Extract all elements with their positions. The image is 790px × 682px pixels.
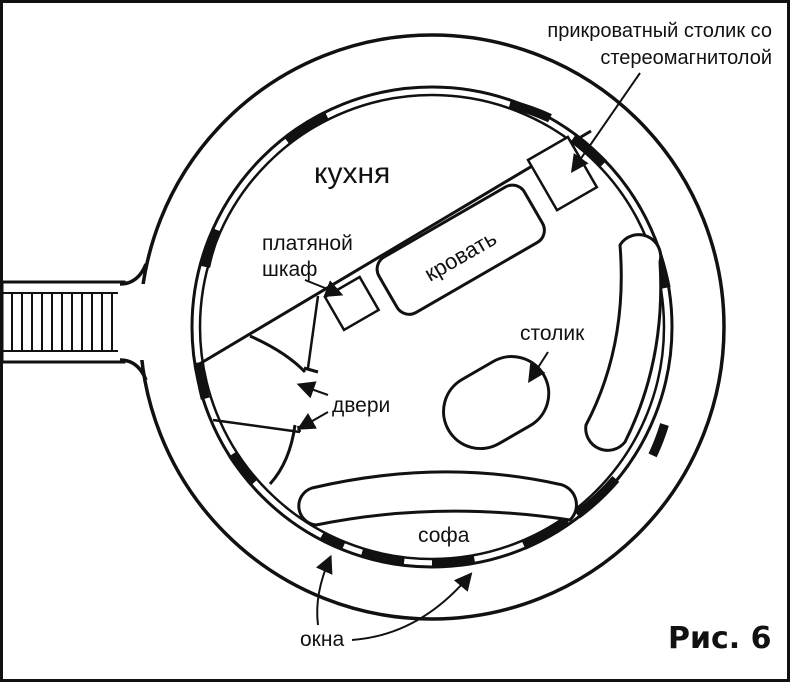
door-lower bbox=[268, 424, 297, 486]
arrow-window-left bbox=[315, 554, 333, 626]
door-upper bbox=[249, 334, 307, 374]
arrow-wardrobe bbox=[304, 279, 344, 298]
arrow-nightstand bbox=[570, 72, 641, 173]
kitchen-label: кухня bbox=[314, 157, 390, 190]
partition-wall bbox=[195, 129, 592, 368]
wardrobe-label-line2: шкаф bbox=[262, 258, 317, 281]
staircase bbox=[0, 280, 126, 364]
nightstand-label-line1: прикроватный столик со bbox=[547, 20, 772, 42]
windows-label: окна bbox=[300, 628, 344, 651]
curved-bench-right bbox=[584, 233, 663, 452]
arrow-window-right bbox=[351, 572, 473, 641]
figure-label: Рис. 6 bbox=[668, 621, 772, 656]
bed bbox=[375, 183, 546, 316]
leader-arrows bbox=[296, 72, 641, 641]
arrow-table bbox=[528, 351, 549, 384]
arrow-door-lower bbox=[296, 411, 329, 430]
wardrobe-label-line1: платяной bbox=[262, 232, 353, 255]
sofa bbox=[297, 470, 578, 527]
table-label: столик bbox=[520, 322, 585, 345]
inner-wall-outer bbox=[190, 85, 674, 569]
arrow-door-upper bbox=[296, 381, 329, 399]
doors-label: двери bbox=[332, 394, 390, 417]
sofa-label: софа bbox=[418, 524, 470, 547]
nightstand-label-line2: стереомагнитолой bbox=[600, 47, 772, 69]
